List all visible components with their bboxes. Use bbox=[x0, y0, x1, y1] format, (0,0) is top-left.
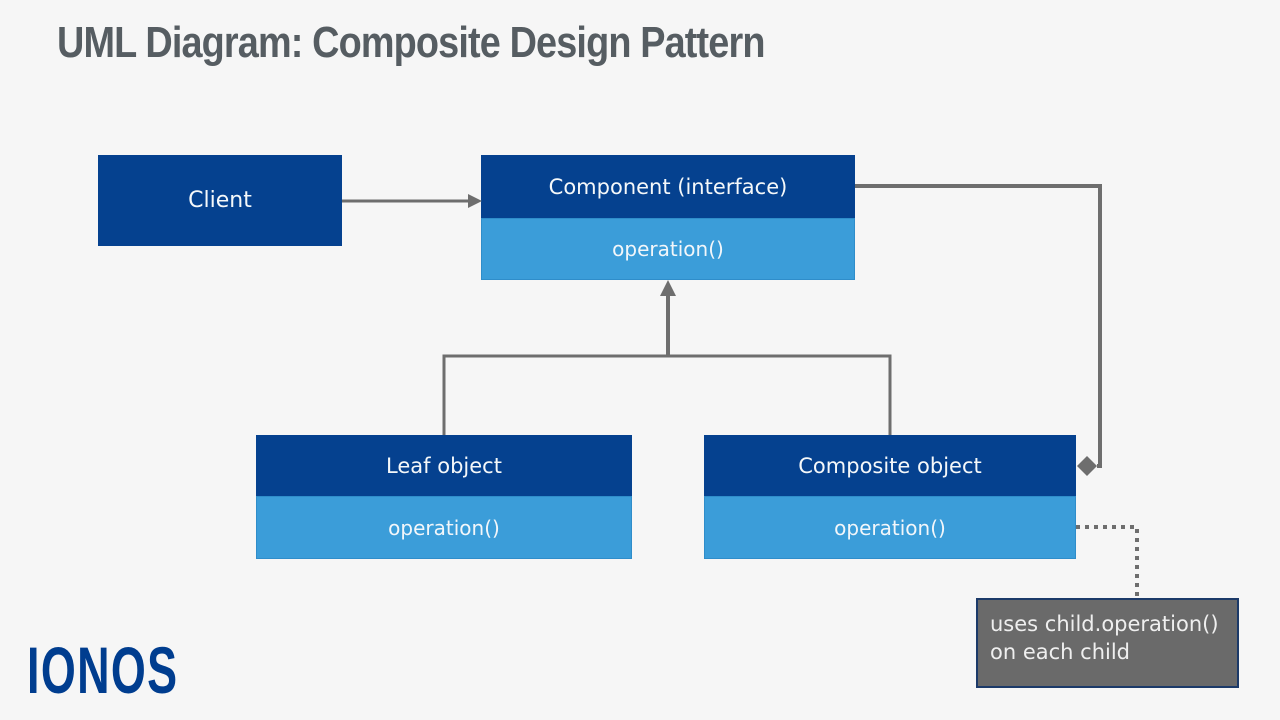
arrowhead-right-icon bbox=[468, 194, 482, 208]
component-operation: operation() bbox=[481, 218, 855, 280]
aggregation-diamond-icon bbox=[1077, 456, 1097, 476]
composite-title: Composite object bbox=[704, 435, 1076, 496]
note-line-1: uses child.operation() bbox=[990, 612, 1219, 636]
generalization-connector bbox=[442, 280, 892, 435]
note-line-2: on each child bbox=[990, 640, 1131, 665]
composite-operation: operation() bbox=[704, 496, 1076, 559]
component-title: Component (interface) bbox=[481, 155, 855, 218]
client-component-arrow bbox=[342, 194, 482, 208]
client-label: Client bbox=[98, 155, 342, 246]
ionos-logo: IONOS bbox=[27, 633, 179, 707]
aggregation-connector bbox=[855, 184, 1102, 476]
uml-box-leaf: Leaf object operation() bbox=[256, 435, 632, 559]
note-uses-child-operation: uses child.operation() on each child bbox=[976, 598, 1239, 688]
leaf-title: Leaf object bbox=[256, 435, 632, 496]
page-title: UML Diagram: Composite Design Pattern bbox=[57, 18, 765, 67]
uml-box-composite: Composite object operation() bbox=[704, 435, 1076, 559]
leaf-operation: operation() bbox=[256, 496, 632, 559]
arrowhead-up-icon bbox=[660, 280, 676, 296]
dotted-note-connector bbox=[1076, 525, 1139, 596]
uml-box-client: Client bbox=[98, 155, 342, 246]
uml-box-component: Component (interface) operation() bbox=[481, 155, 855, 280]
